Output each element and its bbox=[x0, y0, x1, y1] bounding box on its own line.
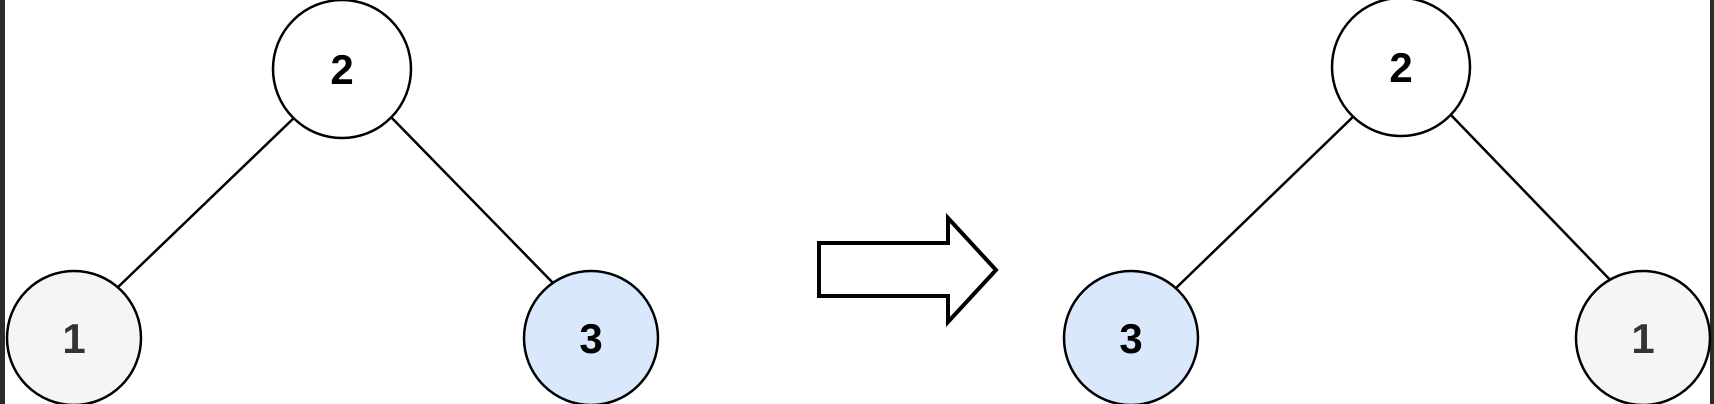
node-label: 1 bbox=[1631, 315, 1654, 362]
edge-root-right-before bbox=[388, 114, 556, 286]
node-right-after: 1 bbox=[1574, 269, 1712, 404]
node-label: 2 bbox=[330, 46, 353, 93]
node-left-after: 3 bbox=[1062, 269, 1200, 404]
node-circle bbox=[1574, 269, 1712, 404]
arrow-shape bbox=[817, 212, 999, 328]
node-label: 1 bbox=[62, 315, 85, 362]
tree-before: 2 1 3 bbox=[5, 0, 660, 404]
node-root-before: 2 bbox=[271, 0, 413, 140]
tree-after: 2 3 1 bbox=[1062, 0, 1712, 404]
node-circle bbox=[271, 0, 413, 140]
node-label: 3 bbox=[579, 315, 602, 362]
edge-root-right-after bbox=[1448, 112, 1617, 287]
edge-root-left-after bbox=[1174, 112, 1358, 290]
node-circle bbox=[1330, 0, 1472, 138]
right-border-bar bbox=[1710, 0, 1714, 404]
node-circle bbox=[1062, 269, 1200, 404]
edge-root-left-before bbox=[115, 114, 298, 290]
hollow-right-arrow-icon bbox=[817, 212, 999, 328]
node-circle bbox=[522, 269, 660, 404]
node-root-after: 2 bbox=[1330, 0, 1472, 138]
node-circle bbox=[5, 269, 143, 404]
node-label: 2 bbox=[1389, 44, 1412, 91]
node-left-before: 1 bbox=[5, 269, 143, 404]
left-border-bar bbox=[0, 0, 5, 404]
node-label: 3 bbox=[1119, 315, 1142, 362]
node-right-before: 3 bbox=[522, 269, 660, 404]
